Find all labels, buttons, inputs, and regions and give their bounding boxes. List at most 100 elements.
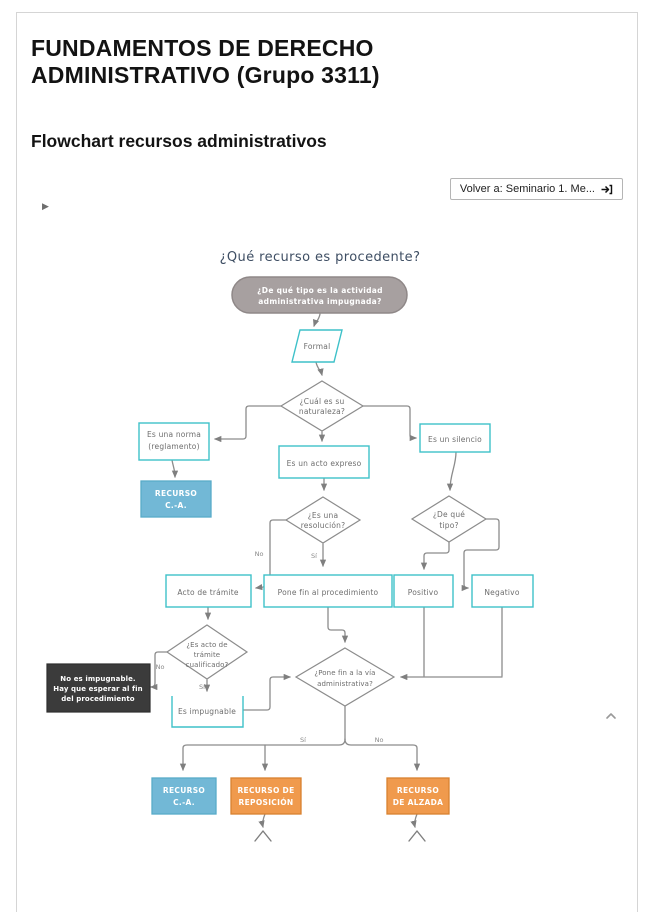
node-recurso-alzada-shape [386, 777, 450, 815]
node-norma-label: (reglamento) [148, 442, 199, 451]
edge-formal-naturaleza [315, 361, 324, 377]
back-button-label: Volver a: Seminario 1. Me... [459, 183, 595, 196]
node-no-impugnable-shape [46, 663, 151, 713]
node-no-impugnable-label: del procedimiento [61, 695, 135, 703]
node-silencio-shape [419, 423, 491, 453]
label-via-no: No [375, 736, 384, 744]
label-resolucion-no: No [255, 550, 264, 558]
course-title: FUNDAMENTOS DE DERECHO ADMINISTRATIVO (G… [31, 35, 380, 89]
edge-norma-recurso [171, 459, 179, 479]
node-negativo-label: Negativo [484, 588, 519, 597]
flowchart-title: ¿Qué recurso es procedente? [220, 250, 421, 265]
node-recurso-alzada-label: RECURSO [397, 786, 439, 795]
edge-start-formal [313, 313, 321, 328]
node-start-shape [231, 276, 408, 314]
node-recurso-ca-1-shape [140, 480, 212, 518]
enter-arrow-icon [601, 184, 613, 194]
node-es-impugnable-shape [171, 696, 244, 728]
edge-impugnable-via [242, 673, 292, 711]
scroll-up-icon[interactable] [605, 707, 617, 725]
node-recurso-ca-1: RECURSO C.-A. [140, 480, 212, 518]
edge-naturaleza-silencio [362, 405, 418, 442]
node-silencio-label: Es un silencio [428, 435, 482, 444]
edge-cualificado-no [149, 651, 168, 691]
edge-junction-alzada [344, 738, 421, 772]
node-pone-fin-via-label: administrativa? [317, 680, 373, 688]
node-negativo-shape [471, 574, 534, 608]
page-title: Flowchart recursos administrativos [31, 131, 327, 152]
node-recurso-reposicion-label: REPOSICIÓN [239, 798, 294, 807]
disclosure-triangle-icon[interactable]: ▶ [42, 201, 49, 211]
node-naturaleza-shape [279, 380, 365, 432]
node-acto-expreso-label: Es un acto expreso [287, 459, 362, 468]
edge-junction-ca [179, 738, 346, 772]
node-norma: Es una norma (reglamento) [138, 422, 210, 461]
node-naturaleza: ¿Cuál es su naturaleza? [279, 380, 365, 432]
continuation-fork-icon [254, 830, 272, 842]
node-acto-tramite-shape [165, 574, 252, 608]
node-recurso-alzada-label: DE ALZADA [393, 798, 444, 807]
node-pone-fin-procedimiento-shape [263, 574, 393, 608]
node-resolucion: ¿Es una resolución? [284, 496, 362, 544]
node-no-impugnable-label: Hay que esperar al fin [53, 685, 142, 693]
edge-reposicion-continuation [258, 813, 266, 829]
node-recurso-ca-1-label: C.-A. [165, 501, 187, 510]
node-pone-fin-procedimiento-label: Pone fin al procedimiento [278, 588, 379, 597]
node-pone-fin-via-shape [294, 647, 396, 707]
node-es-impugnable-label: Es impugnable [178, 707, 236, 716]
node-acto-expreso: Es un acto expreso [278, 445, 370, 479]
back-button[interactable]: Volver a: Seminario 1. Me... [449, 178, 623, 201]
node-recurso-ca-2-label: RECURSO [163, 786, 205, 795]
node-es-impugnable: Es impugnable [171, 696, 244, 728]
node-cualificado-shape [165, 624, 249, 680]
node-acto-expreso-shape [278, 445, 370, 479]
node-start-label: ¿De qué tipo es la actividad [257, 286, 383, 295]
node-recurso-alzada: RECURSO DE ALZADA [386, 777, 450, 815]
node-norma-label: Es una norma [147, 430, 201, 439]
node-negativo: Negativo [471, 574, 534, 608]
node-cualificado-label: cualificado? [186, 661, 229, 669]
edge-silencio-tipo [446, 451, 457, 492]
node-tipo-label: tipo? [439, 521, 458, 530]
node-resolucion-shape [284, 496, 362, 544]
edge-ponefin-via [327, 606, 349, 644]
node-cualificado: ¿Es acto de trámite cualificado? [165, 624, 249, 680]
node-tipo: ¿De qué tipo? [410, 495, 488, 543]
node-formal-shape [291, 329, 343, 363]
flowchart: ¿Qué recurso es procedente? No Sí [46, 250, 534, 842]
node-pone-fin-via: ¿Pone fin a la vía administrativa? [294, 647, 396, 707]
edge-alzada-continuation [410, 813, 418, 829]
node-naturaleza-label: naturaleza? [299, 407, 345, 416]
connectors [149, 313, 503, 842]
node-recurso-ca-2-label: C.-A. [173, 798, 195, 807]
node-naturaleza-label: ¿Cuál es su [300, 397, 345, 406]
node-resolucion-label: ¿Es una [308, 511, 339, 520]
node-positivo-label: Positivo [408, 588, 439, 597]
node-recurso-reposicion: RECURSO DE REPOSICIÓN [230, 777, 302, 815]
node-norma-shape [138, 422, 210, 461]
label-cualificado-no: No [156, 663, 165, 671]
node-recurso-ca-2-shape [151, 777, 217, 815]
node-pone-fin-via-label: ¿Pone fin a la vía [314, 669, 375, 677]
node-start: ¿De qué tipo es la actividad administrat… [231, 276, 408, 314]
node-recurso-reposicion-shape [230, 777, 302, 815]
node-pone-fin-procedimiento: Pone fin al procedimiento [263, 574, 393, 608]
node-no-impugnable: No es impugnable. Hay que esperar al fin… [46, 663, 151, 713]
node-resolucion-label: resolución? [301, 521, 346, 530]
node-formal: Formal [291, 329, 343, 363]
content-card: FUNDAMENTOS DE DERECHO ADMINISTRATIVO (G… [16, 12, 638, 912]
node-recurso-ca-2: RECURSO C.-A. [151, 777, 217, 815]
toolbar: Volver a: Seminario 1. Me... [31, 178, 623, 201]
node-start-label: administrativa impugnada? [258, 297, 381, 306]
node-acto-tramite-label: Acto de trámite [177, 588, 239, 597]
edge-labels: No Sí No Sí Sí No [156, 550, 384, 744]
label-resolucion-si: Sí [311, 552, 317, 560]
node-recurso-reposicion-label: RECURSO DE [237, 786, 294, 795]
node-tipo-shape [410, 495, 488, 543]
node-tipo-label: ¿De qué [433, 510, 465, 519]
node-no-impugnable-label: No es impugnable. [60, 675, 135, 683]
edge-tipo-negativo [461, 518, 500, 592]
node-acto-tramite: Acto de trámite [165, 574, 252, 608]
node-formal-label: Formal [304, 342, 331, 351]
edge-naturaleza-norma [213, 405, 282, 443]
